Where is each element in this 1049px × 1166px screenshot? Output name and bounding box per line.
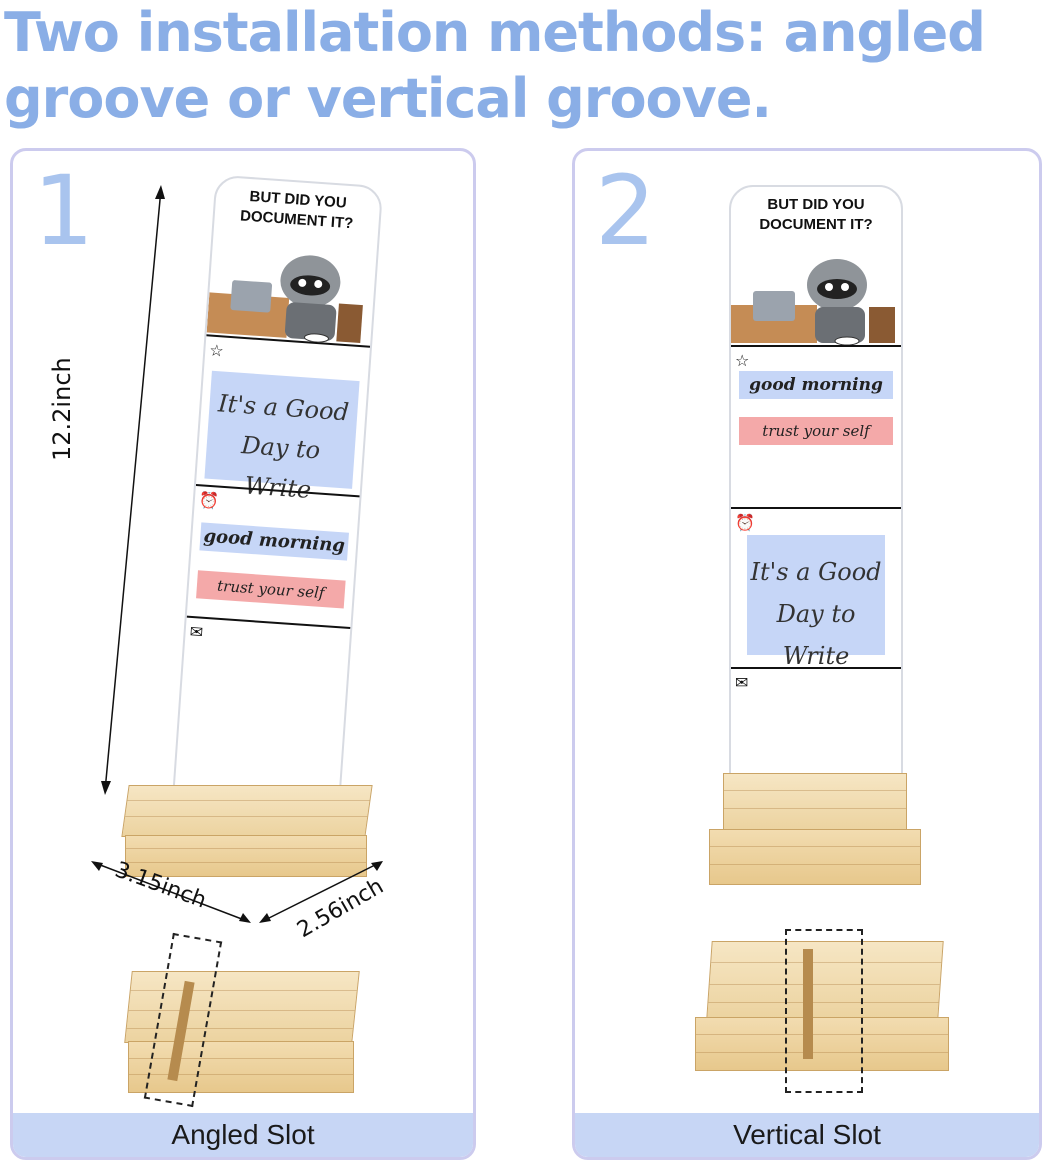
width-depth-arrows xyxy=(91,861,383,923)
panel-vertical-slot: 2 BUT DID YOU DOCUMENT IT? ☆ good mornin… xyxy=(572,148,1042,1160)
acrylic-sign-angled: BUT DID YOU DOCUMENT IT? ☆ It's a Good D… xyxy=(171,174,384,825)
sign-section-alarm: ⏰ It's a Good Day to Write xyxy=(731,507,901,670)
raccoon-illustration xyxy=(731,245,901,346)
good-day-card: It's a Good Day to Write xyxy=(747,535,885,670)
trust-yourself-tag: trust your self xyxy=(196,570,346,609)
envelope-icon: ✉ xyxy=(735,675,749,692)
sign-section-mail: ✉ xyxy=(175,615,351,789)
star-icon: ☆ xyxy=(208,342,225,361)
panel-number: 1 xyxy=(33,155,95,267)
sign-heading: BUT DID YOU DOCUMENT IT? xyxy=(759,196,873,233)
caption-angled-slot: Angled Slot xyxy=(13,1113,473,1157)
sign-section-mail: ✉ xyxy=(731,667,901,823)
trust-yourself-tag: trust your self xyxy=(739,417,893,445)
wood-base-angled-slot xyxy=(124,971,360,1093)
headline: Two installation methods: angled groove … xyxy=(4,1,986,130)
wood-base-assembled xyxy=(709,773,921,885)
panel-angled-slot: 1 12.2inch BUT DID YOU DOCUMENT IT? ☆ xyxy=(10,148,476,1160)
star-icon: ☆ xyxy=(735,353,750,370)
sign-section-alarm: ⏰ good morning trust your self xyxy=(186,483,360,628)
vertical-slot-highlight xyxy=(785,929,863,1093)
alarm-clock-icon: ⏰ xyxy=(735,515,755,532)
good-morning-tag: good morning xyxy=(739,371,893,399)
panel-number: 2 xyxy=(595,155,657,267)
envelope-icon: ✉ xyxy=(189,623,204,642)
wood-base-vertical-slot xyxy=(695,941,951,1071)
height-dimension-arrow xyxy=(101,185,165,795)
caption-vertical-slot: Vertical Slot xyxy=(575,1113,1039,1157)
acrylic-sign-vertical: BUT DID YOU DOCUMENT IT? ☆ good morning … xyxy=(729,185,903,825)
alarm-clock-icon: ⏰ xyxy=(198,492,220,511)
sign-section-star: ☆ good morning trust your self xyxy=(731,345,901,507)
height-label: 12.2inch xyxy=(48,357,76,461)
good-day-card: It's a Good Day to Write xyxy=(204,370,360,504)
good-morning-tag: good morning xyxy=(199,522,349,561)
sign-section-star: ☆ It's a Good Day to Write xyxy=(196,334,371,504)
wood-base-assembled xyxy=(121,785,373,877)
raccoon-illustration xyxy=(206,235,377,346)
